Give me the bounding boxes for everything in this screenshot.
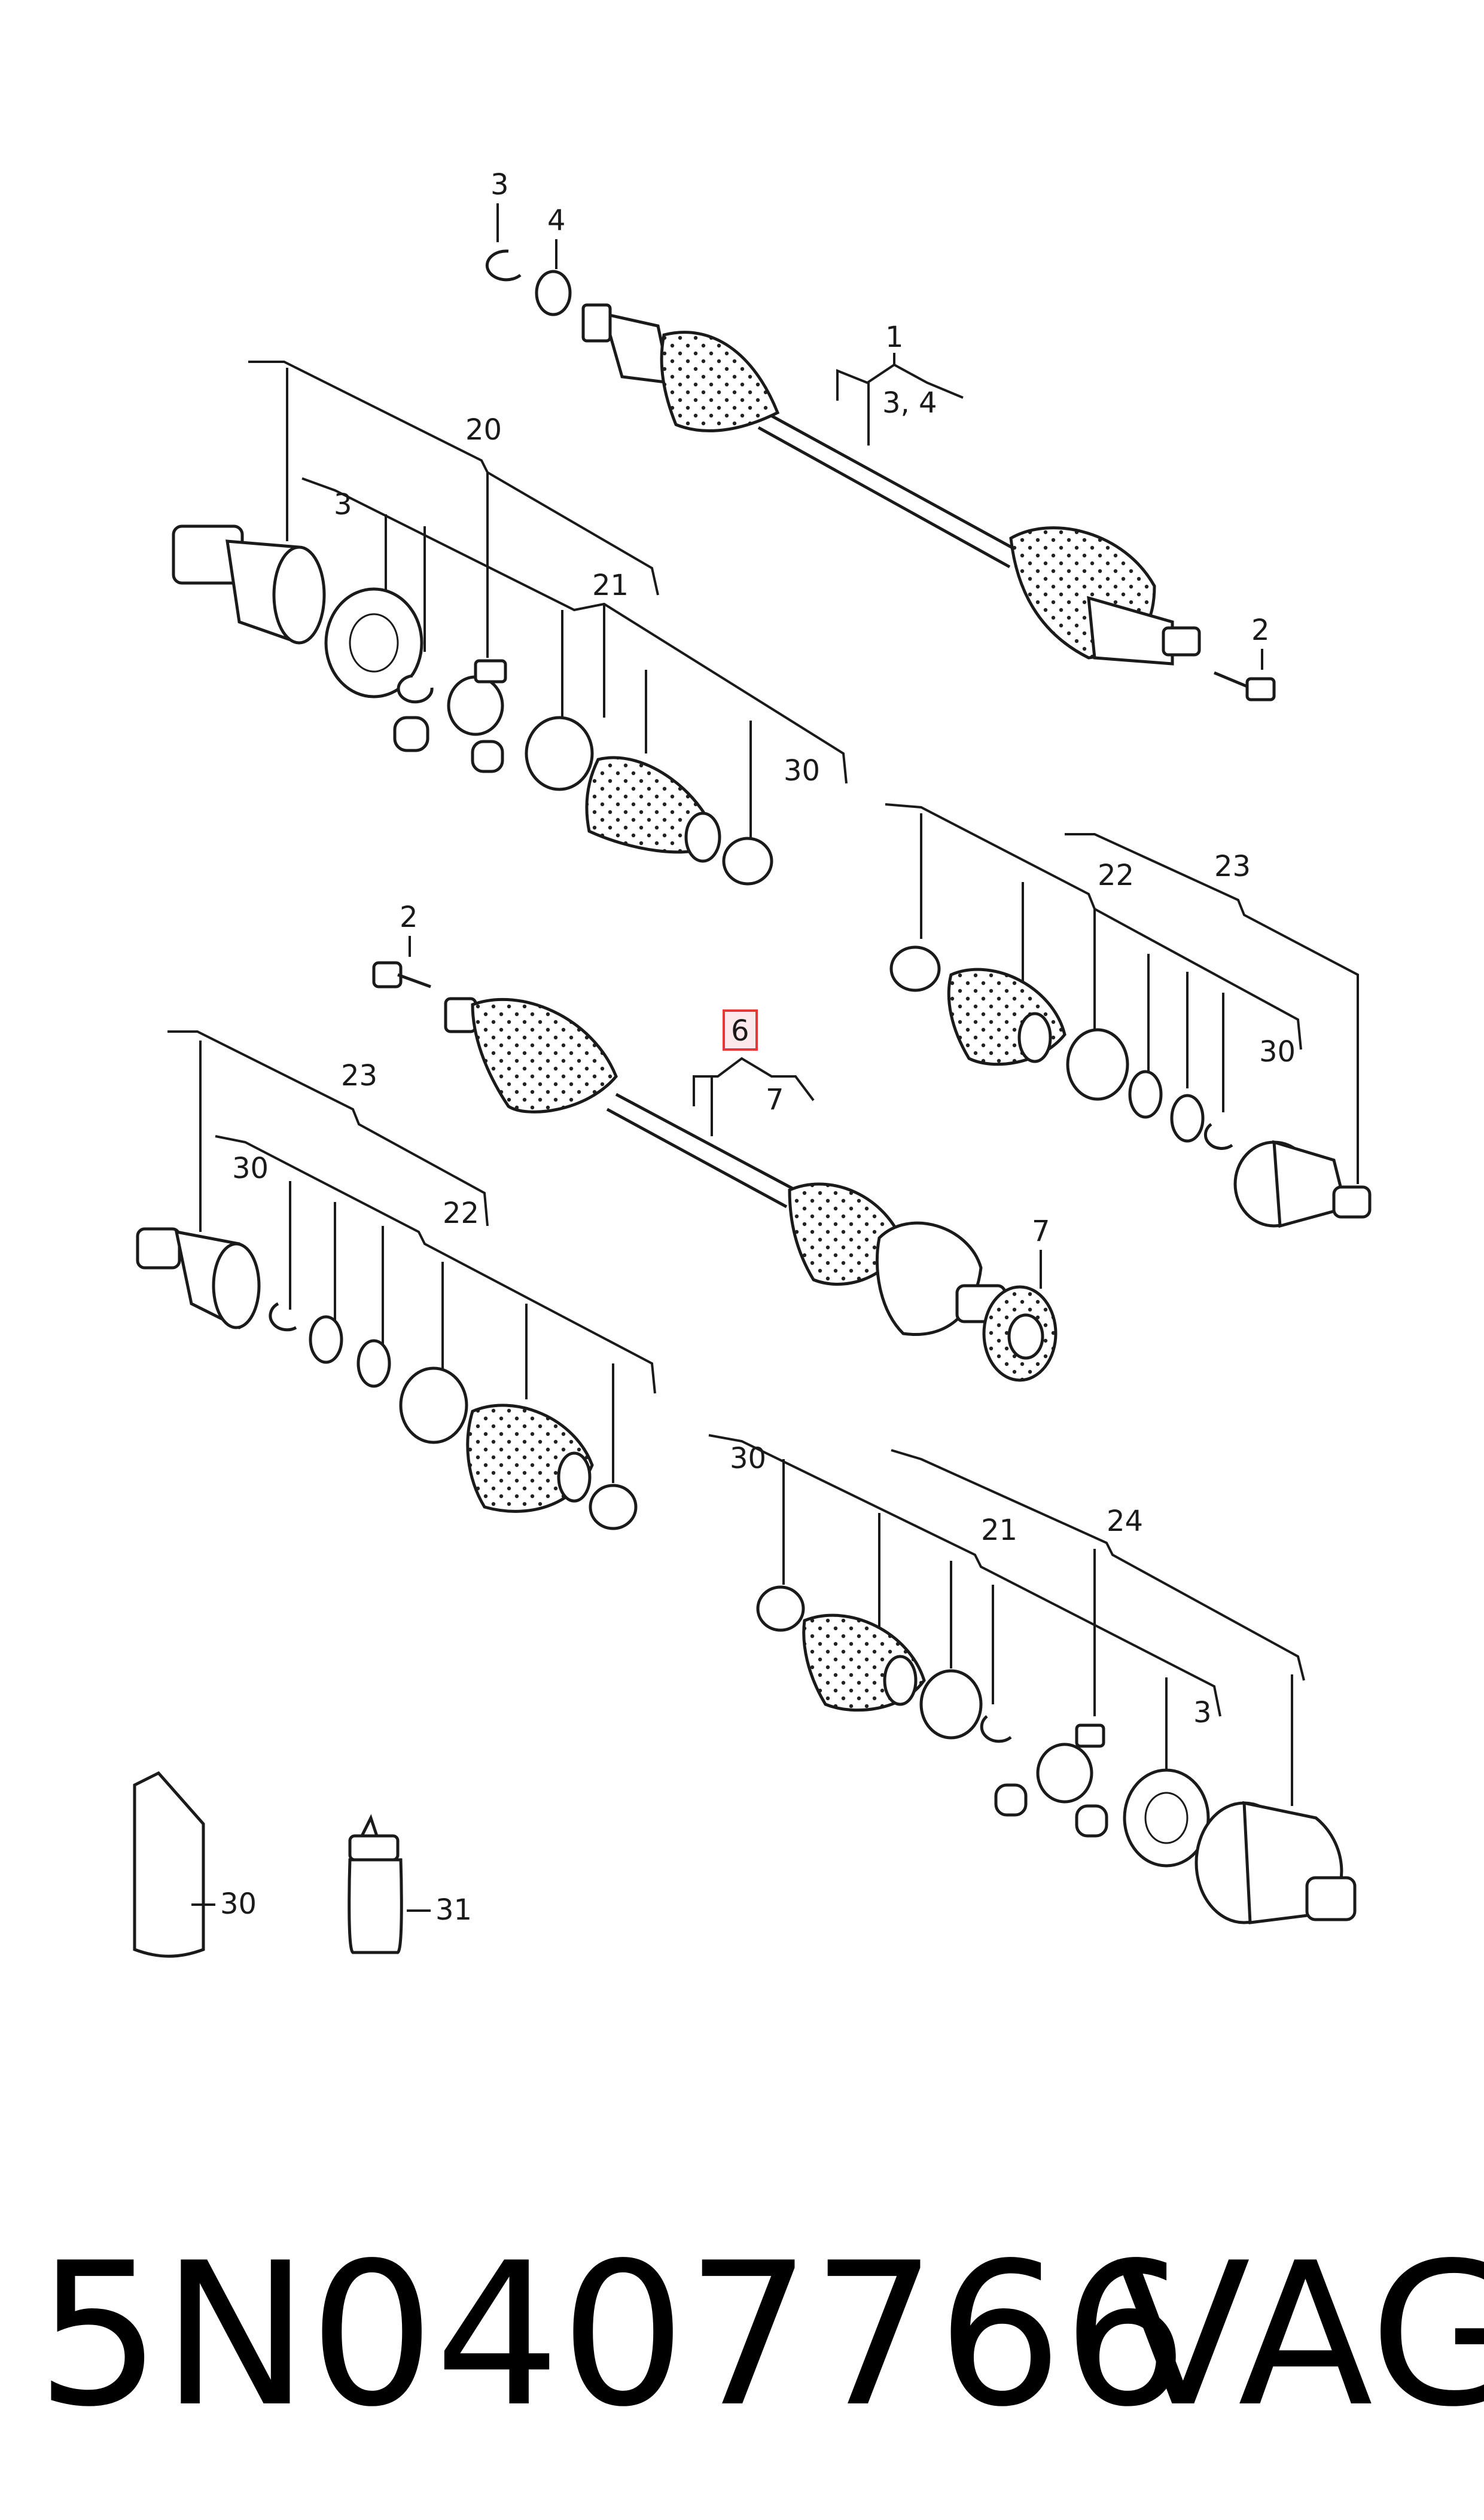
label-e1: 23 [341, 1059, 377, 1093]
spline-end-top [581, 303, 612, 343]
part-number: 5N0407766 [36, 2220, 1189, 2450]
label-d4: 7 [1032, 1215, 1050, 1248]
washer-icon [535, 270, 572, 316]
label-c3: 30 [1259, 1035, 1296, 1069]
clamp-icon [889, 945, 941, 992]
abs-ring [982, 1285, 1058, 1382]
inner-boot-top [660, 331, 780, 432]
washer-icon [309, 1315, 343, 1364]
clamp-icon [756, 1585, 805, 1632]
label-g1: 30 [220, 1887, 257, 1921]
splined-stub-top [1162, 626, 1201, 657]
clamp-icon [399, 1366, 468, 1444]
inner-joint-e [136, 1227, 261, 1329]
label-c1: 22 [1098, 859, 1134, 892]
sealant-bottle-icon [348, 1814, 403, 1954]
label-f4: 3 [1193, 1696, 1212, 1729]
bushing-icon [393, 716, 429, 752]
washer-icon [1170, 1094, 1205, 1143]
circlip-icon [1203, 1122, 1233, 1150]
label-a5: 2 [1251, 614, 1270, 647]
circlip-icon [269, 1302, 297, 1332]
label-b1: 20 [465, 413, 502, 447]
bushing-icon [471, 740, 504, 773]
drive-shaft-top [581, 303, 1201, 666]
inner-joint-housing-b [172, 524, 326, 645]
label-d2: 6 [731, 1014, 749, 1048]
washer-icon [1128, 1070, 1163, 1119]
tripod-spider-f [1036, 1723, 1105, 1804]
label-f1: 30 [730, 1442, 766, 1475]
bushing-icon [1075, 1804, 1108, 1838]
label-f3: 24 [1107, 1505, 1143, 1538]
brand-name: VAG [1116, 2220, 1484, 2450]
label-e3: 22 [443, 1197, 479, 1230]
flange-b [324, 587, 423, 698]
outer-joint-c [1233, 1140, 1372, 1228]
label-d3: 7 [766, 1083, 784, 1116]
label-a4: 4 [547, 204, 566, 237]
label-d1: 2 [400, 901, 418, 934]
label-e2: 30 [232, 1152, 269, 1185]
bushing-icon [994, 1783, 1028, 1817]
boot-b [585, 756, 720, 854]
label-f2: 21 [981, 1514, 1017, 1547]
inner-joint-top [602, 312, 672, 385]
label-g2: 31 [435, 1893, 472, 1927]
label-b3: 21 [592, 569, 629, 602]
label-b4: 30 [784, 754, 820, 788]
inner-joint-housing-f [1194, 1801, 1357, 1924]
washer-icon [356, 1339, 391, 1388]
bolt-icon [372, 961, 431, 989]
grease-tube-icon [133, 1771, 205, 1958]
clamp-icon [919, 1669, 983, 1740]
label-a3: 3 [490, 168, 509, 202]
circlip-icon [397, 674, 434, 704]
circlip-icon [485, 249, 522, 282]
label-c2: 23 [1214, 850, 1251, 883]
bolt-icon [1214, 671, 1276, 701]
outer-joint-top [1087, 596, 1174, 666]
drive-shaft-middle [444, 997, 1058, 1382]
label-a2: 3, 4 [882, 386, 937, 420]
circlip-icon [980, 1715, 1012, 1743]
clamp-icon [525, 716, 594, 791]
clamp-icon [1066, 1028, 1129, 1101]
flange-f [1123, 1768, 1210, 1868]
tripod-spider-b [447, 659, 507, 736]
label-a1: 1 [885, 321, 904, 354]
clamp-icon [722, 837, 773, 886]
highlighted-part-box[interactable] [723, 1009, 758, 1051]
clamp-icon [589, 1484, 638, 1530]
label-b2: 3 [334, 488, 352, 521]
